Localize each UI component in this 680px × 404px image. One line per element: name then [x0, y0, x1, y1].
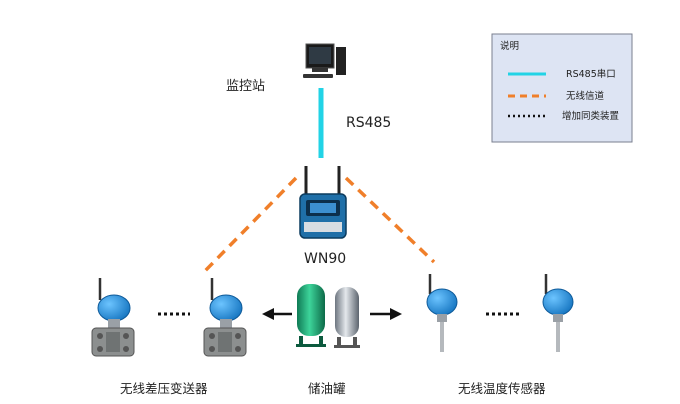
oil-tank-icon: [296, 284, 326, 347]
gateway-label: WN90: [304, 251, 346, 267]
legend-label: 无线信道: [566, 90, 605, 102]
arrow-right-icon: [370, 308, 402, 320]
computer-icon: [303, 43, 346, 78]
tank-label: 储油罐: [308, 381, 346, 396]
legend-label: 增加同类装置: [562, 110, 619, 122]
temp-sensor-icon: [541, 272, 575, 354]
oil-tank-icon: [334, 287, 360, 348]
wireless-line-left: [202, 176, 298, 274]
dp-transmitter-label: 无线差压变送器: [120, 381, 208, 396]
station-label: 监控站: [226, 79, 265, 94]
temp-sensor-icon: [425, 272, 459, 354]
arrow-left-icon: [262, 308, 292, 320]
legend: 说明 RS485串口 无线信道 增加同类装置: [491, 33, 633, 143]
dp-transmitter-icon: [202, 276, 248, 358]
dp-transmitter-icon: [90, 276, 136, 358]
legend-title: 说明: [500, 40, 519, 52]
temp-sensor-label: 无线温度传感器: [458, 381, 546, 396]
wireless-line-right: [344, 176, 436, 264]
gateway-icon: [299, 166, 347, 239]
legend-label: RS485串口: [566, 69, 616, 80]
rs485-label: RS485: [346, 115, 391, 131]
